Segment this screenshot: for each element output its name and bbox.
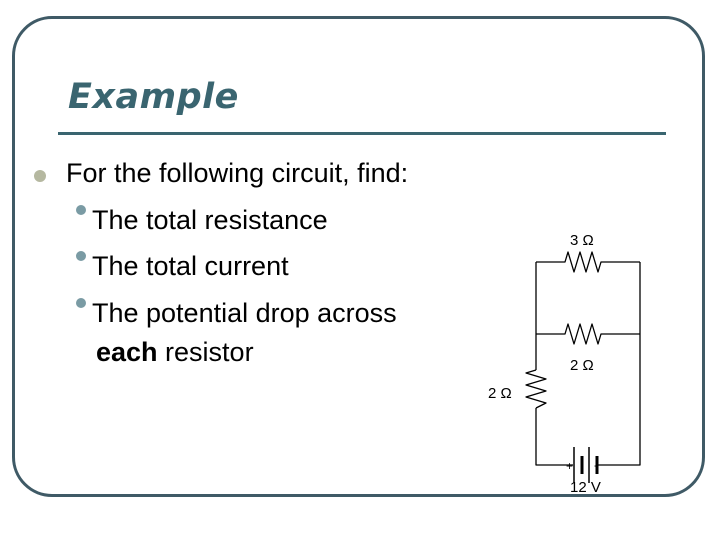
list-item-text: The total current	[92, 251, 289, 281]
intro-text: For the following circuit, find:	[66, 158, 409, 188]
list-item-text: The potential drop across	[92, 298, 397, 328]
bullet-icon	[34, 170, 46, 182]
sub-bullet-icon	[76, 251, 86, 261]
battery-minus-label: -	[594, 458, 598, 472]
title-underline	[58, 132, 666, 135]
wire-right	[597, 262, 641, 466]
list-item: The total current	[76, 250, 289, 282]
label-left-resistor: 2 Ω	[488, 385, 512, 402]
resistor-middle-zigzag	[536, 323, 640, 345]
list-item-continuation: each resistor	[96, 336, 254, 368]
list-item: The potential drop across	[76, 297, 397, 329]
continuation-text: resistor	[157, 337, 254, 367]
resistor-top-zigzag	[536, 251, 640, 273]
battery-plus-label: +	[566, 459, 573, 473]
label-top-resistor: 3 Ω	[570, 232, 594, 249]
resistor-left-zigzag	[525, 369, 547, 409]
slide-title: Example	[68, 77, 239, 117]
circuit-diagram: 3 Ω 2 Ω 2 Ω + - 12 V	[488, 232, 641, 496]
list-item: The total resistance	[76, 204, 328, 236]
list-item-text: The total resistance	[92, 205, 328, 235]
label-battery-voltage: 12 V	[570, 479, 601, 496]
sub-bullet-icon	[76, 298, 86, 308]
sub-bullet-icon	[76, 205, 86, 215]
emphasis-text: each	[96, 337, 158, 367]
label-middle-resistor: 2 Ω	[570, 357, 594, 374]
wire-left-lower	[535, 408, 573, 466]
slide-frame	[12, 16, 705, 497]
